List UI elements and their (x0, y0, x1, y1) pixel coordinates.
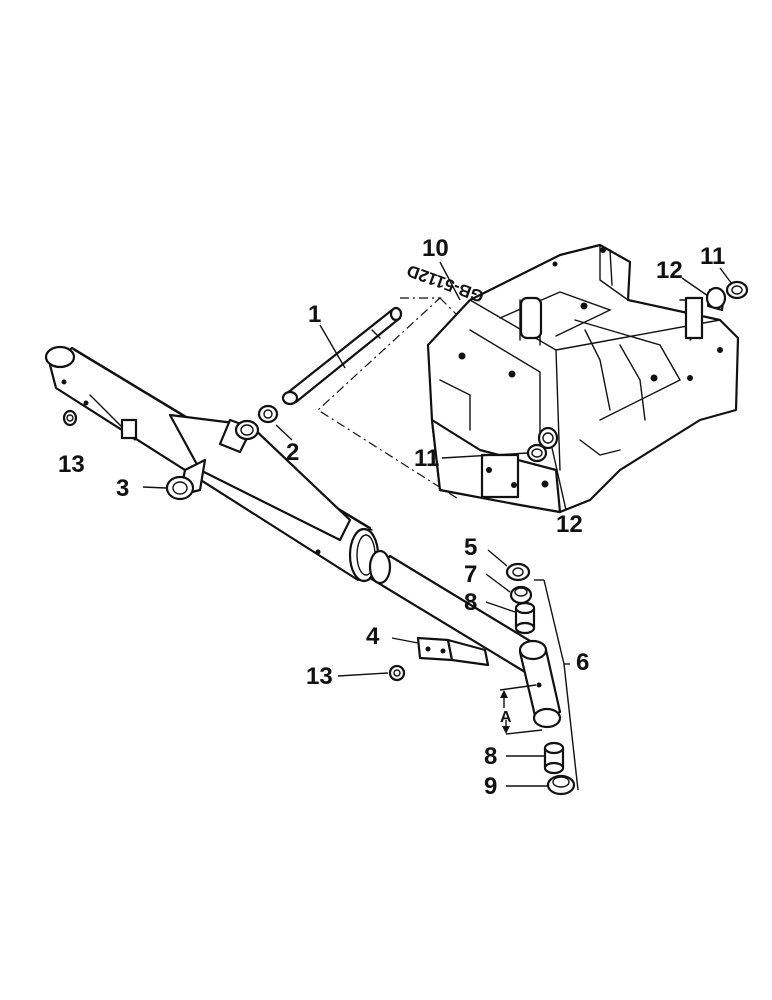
part-6-extension-tube (368, 549, 562, 729)
part-5-washer (505, 562, 531, 582)
part-2-washer (257, 404, 279, 424)
callout-8-lower: 8 (484, 743, 497, 770)
part-13-nut-lower (388, 664, 406, 682)
part-12-bushing-right (705, 286, 727, 312)
part-7-seal (509, 585, 533, 605)
callout-10: 10 (422, 235, 449, 262)
part-12-bushing-left (537, 426, 559, 450)
drawing-reference-code: GB-5112D (404, 261, 486, 306)
callout-6: 6 (576, 649, 589, 676)
part-13-nut-left (62, 409, 78, 427)
leader-lines (142, 261, 733, 787)
callout-7: 7 (464, 561, 477, 588)
callout-2: 2 (286, 439, 299, 466)
callout-11-right: 11 (700, 243, 725, 270)
part-3-pivot-boss (165, 475, 195, 501)
part-8-bushing-lower (543, 741, 565, 775)
dimension-a: A (499, 684, 543, 735)
callout-4: 4 (366, 623, 380, 650)
part-10-housing (426, 243, 740, 514)
callout-13-lower: 13 (306, 663, 333, 690)
callout-12-left: 12 (556, 511, 583, 538)
callout-13-left: 13 (58, 451, 85, 478)
part-9-seal (546, 774, 576, 796)
callout-3: 3 (116, 475, 129, 502)
callout-5: 5 (464, 534, 477, 561)
part-4-plate (416, 636, 490, 667)
callout-labels: 1 2 3 4 5 6 7 8 8 9 10 11 11 12 12 13 13 (58, 235, 725, 800)
callout-1: 1 (308, 301, 321, 328)
axle-beam (44, 345, 380, 583)
callout-11-left: 11 (414, 445, 439, 472)
bracket-6 (534, 579, 579, 791)
dimension-label: A (500, 709, 512, 726)
callout-12-right: 12 (656, 257, 683, 284)
part-11-bushing-right (725, 280, 749, 300)
callout-8-upper: 8 (464, 589, 477, 616)
part-1-pivot-pin (281, 306, 403, 406)
callout-9: 9 (484, 773, 497, 800)
part-8-bushing-upper (514, 601, 536, 635)
